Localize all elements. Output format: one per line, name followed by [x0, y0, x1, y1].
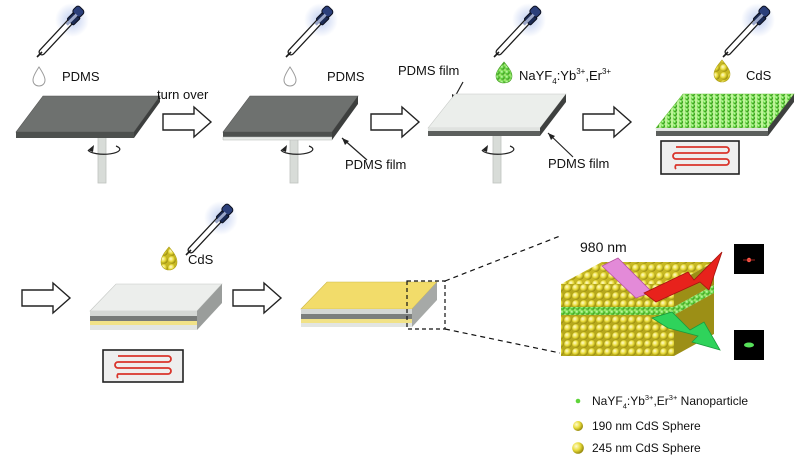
dark-substrate-front [223, 132, 332, 137]
pdms-film-edge-bottom [90, 325, 197, 330]
rotation-arrow [87, 145, 121, 155]
step6-group [300, 235, 561, 354]
nanoparticle-drop-icon [495, 61, 513, 84]
cds-drop-icon [160, 246, 178, 271]
dark-substrate-front [16, 132, 134, 138]
dark-substrate-front [90, 316, 197, 321]
process-arrow-4 [21, 281, 72, 315]
lower-cds-side [674, 293, 714, 356]
pdms-drop-icon [32, 66, 46, 87]
nanoparticle-layer [561, 285, 714, 315]
process-arrow-2 [370, 105, 421, 139]
step3-group: NaYF4:Yb3+,Er3+ PDMS film PDMS film [398, 3, 611, 184]
step3-liquid-label: NaYF4:Yb3+,Er3+ [519, 67, 611, 86]
heating-coil [114, 355, 172, 379]
lower-cds-front [561, 315, 674, 356]
rotation-arrow-head [482, 145, 488, 152]
laser-wavelength-label: 980 nm [580, 239, 627, 255]
rotation-arrow [481, 145, 515, 155]
green-emission-arrow [651, 311, 721, 351]
red-emission-arrow [643, 251, 723, 303]
rotation-arrow-head [88, 145, 94, 152]
nanoparticle-legend-swatch [575, 398, 581, 404]
dark-substrate-front [428, 131, 540, 136]
legend-cds-245-label: 245 nm CdS Sphere [592, 441, 701, 455]
turn-over-label: turn over [157, 87, 209, 102]
cds-layer-edge [301, 319, 412, 323]
cds-245-legend-swatch [572, 442, 584, 454]
step5-group: CdS [89, 201, 238, 383]
process-arrow-3 [582, 105, 633, 139]
cds-190-legend-swatch [573, 421, 583, 431]
pdms-film-edge [90, 311, 197, 316]
heating-coil [672, 146, 730, 170]
pdms-film-edge [428, 128, 540, 131]
cds-layer-edge [90, 321, 197, 325]
pointer-head [342, 138, 349, 145]
dropper-icon [494, 3, 546, 57]
pdms-film-edge [301, 309, 412, 314]
detail-cross-section: 980 nm [561, 239, 764, 360]
step2-liquid-label: PDMS [327, 69, 365, 84]
process-arrow-5 [232, 281, 283, 315]
step1-liquid-label: PDMS [62, 69, 100, 84]
dropper-icon [723, 3, 775, 57]
pdms-drop-icon [283, 66, 297, 87]
pdms-film-edge-bottom [301, 323, 412, 327]
rotation-arrow [280, 145, 314, 155]
legend-cds-190-label: 190 nm CdS Sphere [592, 419, 701, 433]
step1-group: PDMS [15, 3, 161, 184]
stack-side [197, 284, 222, 330]
step4-group: CdS [655, 3, 795, 175]
pdms-film-edge [656, 128, 768, 131]
dropper-icon [286, 3, 338, 57]
dark-substrate-side [540, 94, 566, 136]
step2-group: PDMS PDMS film [222, 3, 406, 184]
step2-film-label: PDMS film [345, 157, 406, 172]
dropper-icon [37, 3, 89, 57]
green-emission-spot [744, 342, 754, 348]
dark-substrate-side [134, 96, 160, 138]
cds-drop-icon [713, 59, 731, 83]
dark-substrate-side [332, 96, 358, 140]
rotation-arrow-head [281, 145, 287, 152]
legend: NaYF4:Yb3+,Er3+ Nanoparticle 190 nm CdS … [572, 393, 748, 455]
pdms-film-layer [222, 136, 333, 141]
zoom-line-bottom [444, 328, 561, 354]
legend-nanoparticle-label: NaYF4:Yb3+,Er3+ Nanoparticle [592, 393, 748, 411]
step3-top-film-label: PDMS film [398, 63, 459, 78]
zoom-line-top [444, 235, 561, 282]
step4-liquid-label: CdS [746, 68, 772, 83]
dark-substrate-front [656, 131, 768, 136]
stack-side [412, 282, 437, 327]
dark-substrate-side [768, 94, 794, 136]
dropper-icon [186, 201, 238, 255]
dark-substrate-front [301, 314, 412, 319]
zoom-box [406, 280, 446, 330]
process-arrow-1 [162, 105, 213, 139]
step5-liquid-label: CdS [188, 252, 214, 267]
pointer-head [548, 133, 555, 140]
step3-bottom-film-label: PDMS film [548, 156, 609, 171]
